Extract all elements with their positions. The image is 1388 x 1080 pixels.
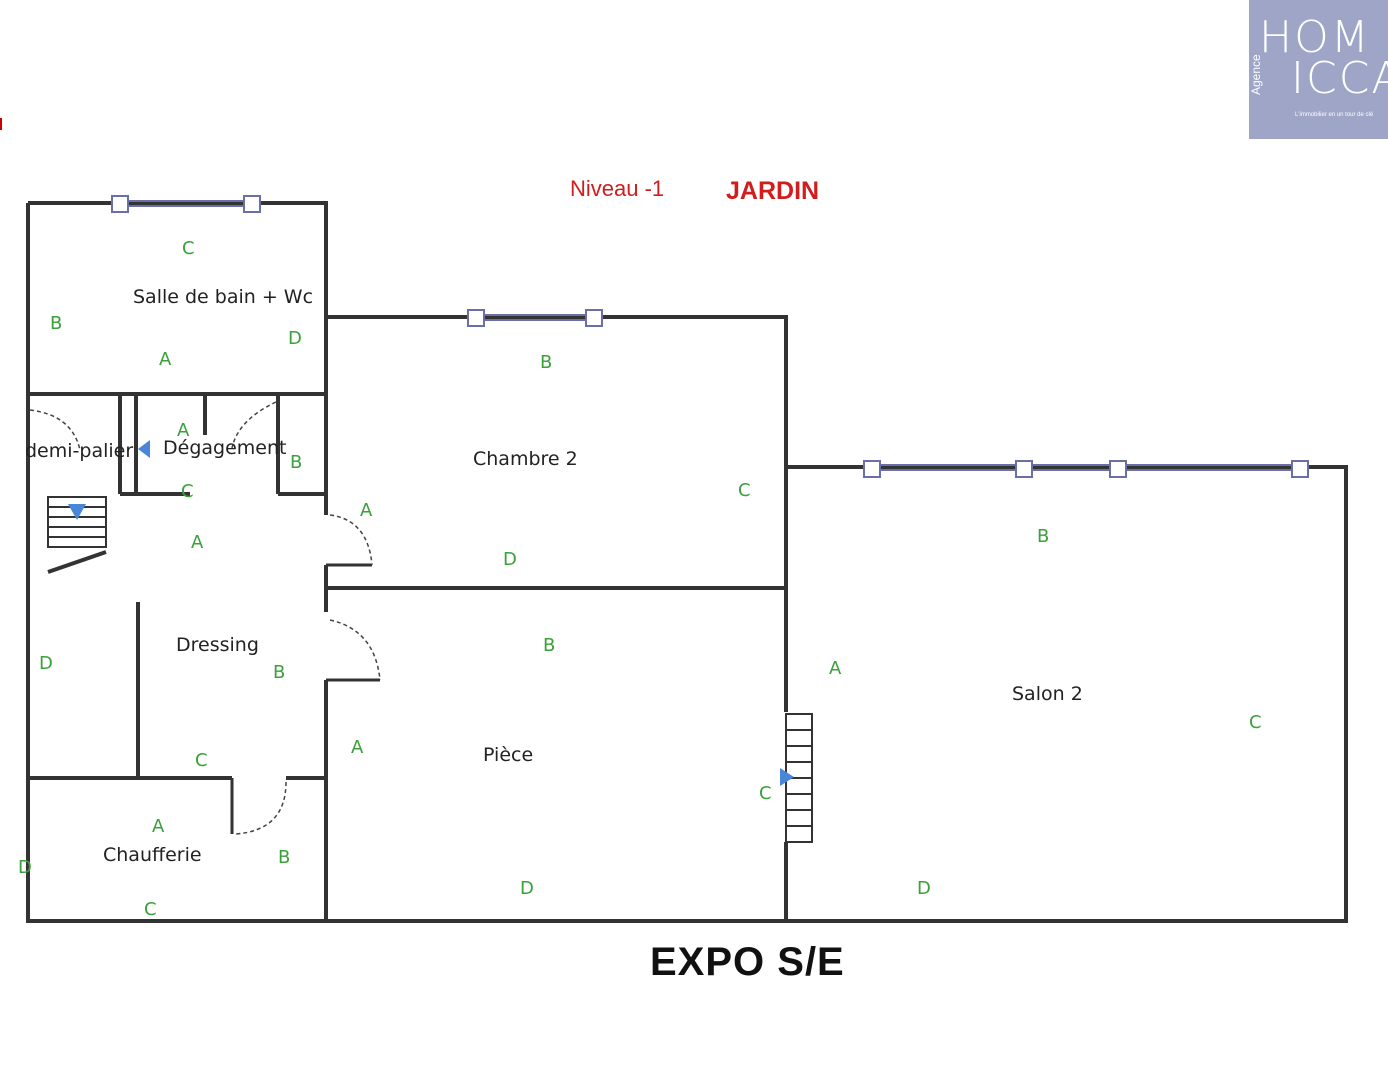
wall-label: C [144, 899, 157, 920]
wall-label: C [738, 480, 751, 501]
walls [26, 201, 1348, 923]
wall-label: A [191, 532, 204, 553]
jardin-title: JARDIN [726, 177, 820, 205]
room-dressing: Dressing [176, 634, 259, 656]
down-arrow [68, 504, 86, 520]
window-frame [585, 309, 603, 327]
room-demi-palier: demi-palier [25, 440, 133, 462]
window-frame [1291, 460, 1309, 478]
window-frame [243, 195, 261, 213]
direction-arrows [68, 440, 794, 786]
edge-mark [0, 118, 2, 130]
logo-text-line1: HOM [1259, 12, 1371, 63]
wall-label: A [351, 737, 364, 758]
wall-label: B [543, 635, 555, 656]
windows [111, 195, 1309, 478]
exposure-title: EXPO S/E [650, 940, 845, 984]
stairs [47, 496, 813, 843]
wall-label: A [177, 420, 190, 441]
wall-label: C [181, 481, 194, 502]
wall-label: A [360, 500, 373, 521]
wall-label: D [39, 653, 53, 674]
level-title: Niveau -1 [570, 176, 665, 201]
room-chaufferie: Chaufferie [103, 844, 202, 866]
window-frame [1109, 460, 1127, 478]
wall-label: C [1249, 712, 1262, 733]
room-degagement: Dégagement [163, 437, 286, 459]
wall-label: B [540, 352, 552, 373]
room-piece: Pièce [483, 744, 533, 766]
room-chambre-2: Chambre 2 [473, 448, 578, 470]
window-frame [467, 309, 485, 327]
wall-label: D [917, 878, 931, 899]
window-frame [1015, 460, 1033, 478]
window-frame [863, 460, 881, 478]
room-salle-de-bain: Salle de bain + Wc [133, 286, 313, 308]
logo-tagline: L'immobilier en un tour de clé [1295, 112, 1374, 118]
wall-label: C [759, 783, 772, 804]
wall-label: C [182, 238, 195, 259]
wall-label: A [159, 349, 172, 370]
wall-label: C [195, 750, 208, 771]
wall-label: D [288, 328, 302, 349]
wall-label: B [1037, 526, 1049, 547]
right-arrow [780, 768, 794, 786]
wall-label: A [152, 816, 165, 837]
window-frame [111, 195, 129, 213]
wall-label: D [503, 549, 517, 570]
wall-label: D [18, 857, 32, 878]
wall-label: A [829, 658, 842, 679]
wall-label: B [273, 662, 285, 683]
left-arrow [138, 440, 150, 458]
wall-label: D [520, 878, 534, 899]
wall-label: B [290, 452, 302, 473]
room-salon-2: Salon 2 [1012, 683, 1083, 705]
wall-label: B [50, 313, 62, 334]
wall-label: B [278, 847, 290, 868]
door-swings [29, 401, 381, 835]
